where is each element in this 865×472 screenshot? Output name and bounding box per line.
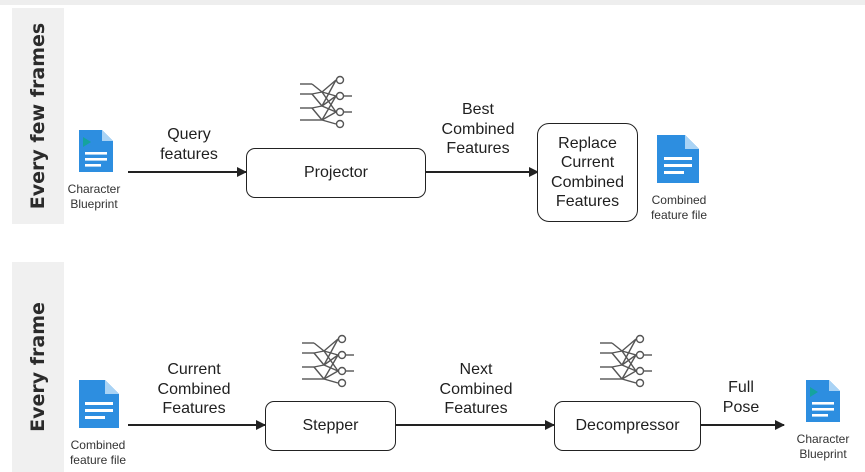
section-band-every-frame: Every frame [12, 262, 64, 472]
section-band-every-few-frames: Every few frames [12, 8, 64, 224]
stepper-box: Stepper [265, 401, 396, 451]
replace-box: Replace Current Combined Features [537, 123, 638, 222]
decompressor-label: Decompressor [575, 417, 680, 434]
top-rule [0, 0, 865, 5]
arrow-best [426, 167, 539, 176]
file-caption: Character Blueprint [796, 432, 850, 461]
neural-network-icon [600, 334, 652, 388]
edge-label-query: Query features [160, 126, 218, 163]
edge-label-best: Best Combined Features [441, 101, 515, 157]
arrow-pose [701, 420, 785, 429]
section-label: Every few frames [27, 22, 49, 210]
neural-network-icon [302, 334, 354, 388]
arrow-current [128, 420, 266, 429]
projector-label: Projector [303, 164, 369, 181]
document-icon [657, 135, 699, 183]
neural-network-icon [300, 75, 352, 129]
stepper-label: Stepper [302, 417, 359, 434]
decompressor-box: Decompressor [554, 401, 701, 451]
section-label: Every frame [27, 302, 49, 432]
file-caption: Combined feature file [69, 438, 127, 467]
arrow-next [396, 420, 555, 429]
edge-label-next: Next Combined Features [439, 361, 513, 417]
play-document-icon [79, 130, 113, 172]
file-caption: Character Blueprint [67, 182, 121, 211]
file-caption: Combined feature file [650, 193, 708, 222]
document-icon [79, 380, 119, 428]
arrow-query [128, 167, 247, 176]
projector-box: Projector [246, 148, 426, 198]
edge-label-current: Current Combined Features [157, 361, 231, 417]
play-document-icon [806, 380, 840, 422]
edge-label-pose: Full Pose [722, 379, 760, 416]
replace-label: Replace Current Combined Features [551, 134, 624, 211]
